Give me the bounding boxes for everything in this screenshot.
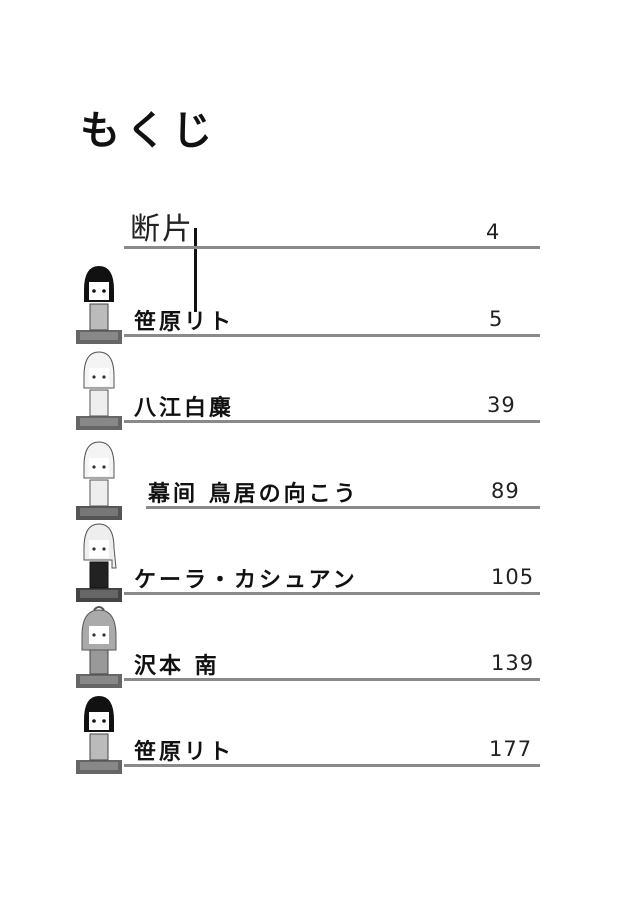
toc-entry-chapter-4[interactable]: 沢本 南 139 bbox=[0, 606, 635, 692]
toc-entry-chapter-3[interactable]: ケーラ・カシュアン 105 bbox=[0, 523, 635, 606]
entry-page: 89 bbox=[491, 479, 520, 503]
character-figure-icon bbox=[76, 441, 122, 520]
character-figure-icon bbox=[76, 606, 122, 688]
toc-entry-chapter-5[interactable]: 笹原リト 177 bbox=[0, 696, 635, 778]
toc-entry-interlude[interactable]: 幕间 鳥居の向こう 89 bbox=[0, 441, 635, 520]
entry-label: 笹原リト bbox=[134, 310, 235, 335]
entry-label: 笹原リト bbox=[134, 740, 235, 765]
character-figure-icon bbox=[76, 266, 122, 344]
entry-label: 八江白麋 bbox=[134, 396, 235, 421]
entry-page: 39 bbox=[487, 393, 516, 417]
character-figure-icon bbox=[76, 696, 122, 774]
entry-page: 177 bbox=[489, 737, 533, 761]
entry-label: 沢本 南 bbox=[134, 654, 220, 679]
toc-entry-chapter-1[interactable]: 笹原リト 5 bbox=[0, 266, 635, 348]
toc-entry-chapter-2[interactable]: 八江白麋 39 bbox=[0, 351, 635, 434]
entry-page: 139 bbox=[491, 651, 535, 675]
character-figure-icon bbox=[76, 351, 122, 430]
entry-label: 断片 bbox=[130, 212, 194, 247]
entry-page: 105 bbox=[491, 565, 535, 589]
entry-label: 幕间 鳥居の向こう bbox=[148, 482, 359, 507]
entry-rule bbox=[124, 592, 540, 595]
entry-page: 5 bbox=[489, 307, 504, 331]
entry-rule bbox=[124, 678, 540, 681]
entry-page: 4 bbox=[486, 220, 501, 244]
toc-title: もくじ bbox=[80, 108, 218, 154]
toc-entry-prologue[interactable]: 断片 4 bbox=[0, 200, 635, 260]
entry-rule bbox=[146, 506, 540, 509]
character-figure-icon bbox=[76, 523, 122, 602]
heading-vertical-stroke bbox=[194, 228, 197, 312]
entry-label: ケーラ・カシュアン bbox=[134, 568, 358, 593]
entry-rule bbox=[124, 420, 540, 423]
entry-rule bbox=[124, 334, 540, 337]
entry-rule bbox=[124, 764, 540, 767]
entry-rule bbox=[124, 246, 540, 249]
